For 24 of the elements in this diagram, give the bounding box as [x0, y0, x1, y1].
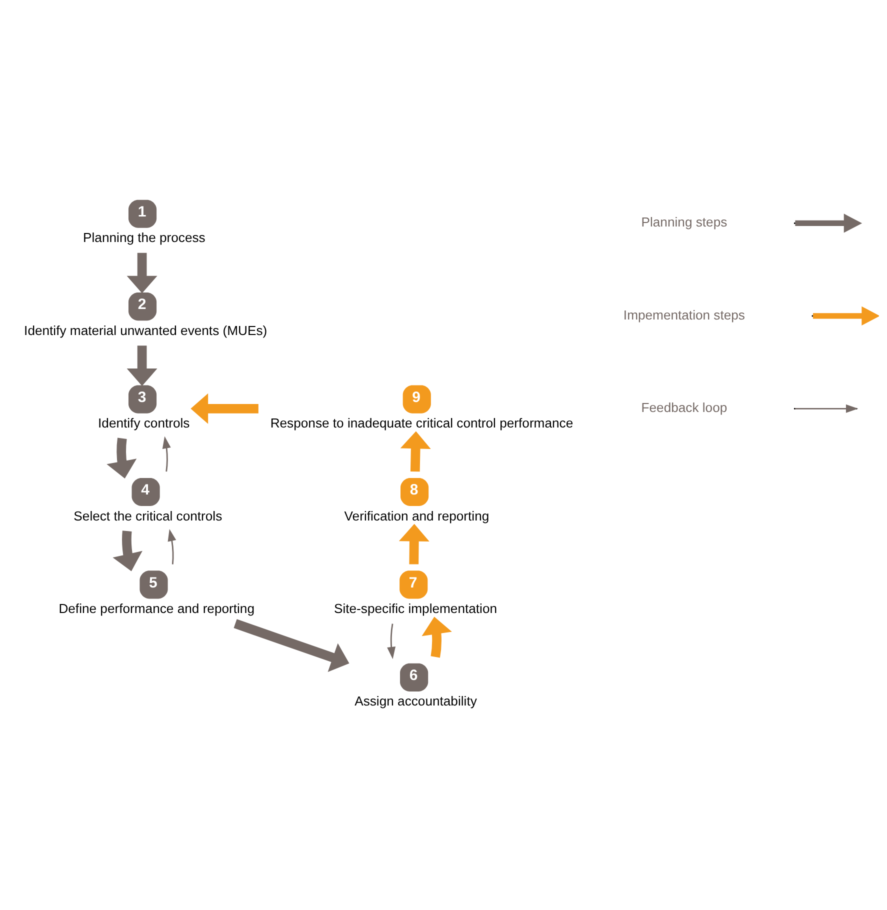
arrow	[400, 431, 431, 472]
node-label: Select the critical controls	[74, 508, 222, 524]
arrow	[112, 530, 142, 572]
node-label: Planning the process	[83, 230, 206, 246]
arrow	[422, 616, 452, 658]
legend-label: Planning steps	[641, 214, 728, 230]
arrow	[398, 524, 430, 564]
legend-label: Feedback loop	[641, 400, 728, 416]
node-label: Site-specific implementation	[334, 600, 498, 616]
arrow	[234, 619, 350, 672]
node-label: Define performance and reporting	[58, 600, 255, 616]
node-label: Verification and reporting	[344, 508, 490, 524]
arrow	[168, 528, 176, 564]
node-label: Response to inadequate critical control performance	[270, 416, 574, 431]
node-label: Identify controls	[98, 416, 190, 431]
arrow	[387, 624, 396, 660]
legend-label: Impementation steps	[623, 307, 745, 322]
arrow	[126, 252, 158, 294]
arrow	[106, 438, 137, 479]
arrow	[190, 393, 258, 424]
arrow	[162, 436, 171, 472]
arrow	[126, 346, 158, 386]
node-label: Identify material unwanted events (MUEs)	[24, 322, 268, 338]
node-label: Assign accountability	[354, 694, 477, 709]
